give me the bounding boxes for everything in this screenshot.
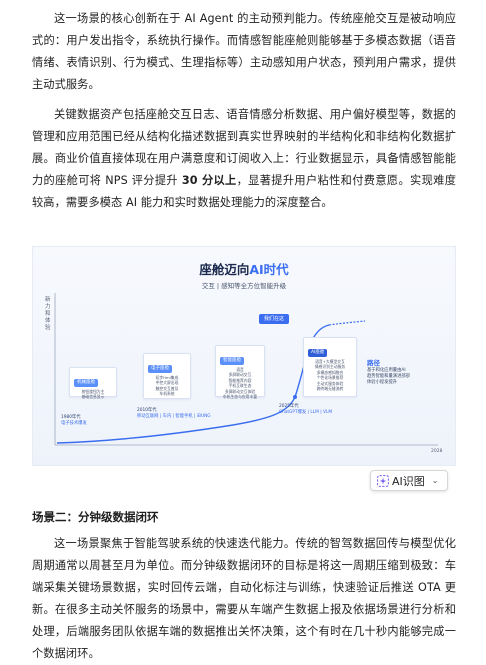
milestone-2010: 2010年代 移动互联网 | 车内 | 智能手机 | iBUNG [137, 408, 211, 419]
stage-tag: AI座舱 [308, 349, 328, 357]
nps-highlight: 30 分以上 [181, 174, 237, 187]
stage-card-electronic: 电子座舱 初步Hmi集成 中控大屏出现 触控交互普及 车机系统 [143, 353, 191, 399]
stage-body: 语音 多屏联动交互 智能推荐内容 手机互联生态 多屏联动交互体验 车机生态与应用… [222, 367, 258, 400]
stage-tag: 智能座舱 [220, 357, 244, 365]
figure-subtitle: 交互 | 感知等全方位智能升级 [201, 282, 287, 290]
path-line: 体验小程发提升 [367, 380, 398, 385]
stage-body: 按钮旋钮为主 基础信息显示 [81, 389, 105, 400]
milestone-1980: 1980年代 电子技术爆发 [61, 415, 87, 426]
figure-title-prefix: 座舱迈向 [199, 262, 250, 277]
figure-title-accent: AI时代 [249, 262, 289, 277]
paragraph-data-assets-part-a: 关键数据资产包括座舱交互日志、语音情感分析数据、用户偏好模型等，数据的管理和应用… [32, 108, 456, 187]
stage-body: 初步Hmi集成 中控大屏出现 触控交互普及 车机系统 [155, 375, 179, 397]
path-annotation: 路径 基于和化应用量由AI 趋势智能和量演进部部 体验小程发提升 [367, 359, 410, 386]
stage-tag: 机械座舱 [74, 379, 98, 387]
paragraph-ai-agent: 这一场景的核心创新在于 AI Agent 的主动预判能力。传统座舱交互是被动响应… [32, 12, 456, 91]
stage-card-ai: AI座舱 语音+大模型交互 情感识别主动服务 多模态感知融合 个性化场景推荐 主… [303, 337, 357, 397]
path-line: 趋势智能和量演进部部 [367, 374, 410, 379]
milestone-note: 移动互联网 | 车内 | 智能手机 | iBUNG [137, 413, 211, 419]
paragraph-data-assets-part-b: ，显著提升用户粘性和付费意愿。实现难度较高，需要多模态 AI 能力和实时数据处理… [32, 174, 456, 209]
path-title: 路径 [367, 359, 380, 367]
milestone-note: ChatGPT爆发 | LLM | VLM [279, 409, 333, 415]
figure-y-label: 新力和体验 [45, 297, 51, 331]
path-line: 基于和化应用量由AI [367, 368, 406, 373]
milestone-year: 2010年代 [137, 408, 157, 413]
milestone-note: 电子技术爆发 [61, 420, 87, 426]
x-axis-end-label: 2028 [431, 449, 443, 454]
current-point-marker [293, 395, 297, 399]
stage-tag: 电子座舱 [148, 365, 172, 373]
milestone-year: 2025年代 [279, 404, 299, 409]
paragraph-minute-loop: 这一场景聚焦于智能驾驶系统的快速迭代能力。传统的智驾数据回传与模型优化周期通常以… [32, 537, 456, 660]
stage-card-smart: 智能座舱 语音 多屏联动交互 智能推荐内容 手机互联生态 多屏联动交互体验 车机… [215, 345, 265, 399]
figure-title: 座舱迈向AI时代 [33, 259, 455, 278]
milestone-year: 1980年代 [61, 415, 81, 420]
chevron-down-icon: ⌄ [431, 476, 439, 485]
stage-body: 语音+大模型交互 情感识别主动服务 多模态感知融合 个性化场景推荐 主动式服务体… [314, 359, 346, 392]
stage-card-mechanical: 机械座舱 按钮旋钮为主 基础信息显示 [69, 367, 117, 399]
ai-recognize-button[interactable]: AI识图 ⌄ [370, 470, 448, 491]
scene2-heading: 场景二：分钟级数据闭环 [32, 510, 159, 524]
paragraph-data-assets: 关键数据资产包括座舱交互日志、语音情感分析数据、用户偏好模型等，数据的管理和应用… [32, 104, 456, 214]
cockpit-evolution-figure: 座舱迈向AI时代 交互 | 感知等全方位智能升级 新力和体验 机械座舱 按钮旋钮… [32, 246, 456, 466]
milestone-2025: 2025年代 ChatGPT爆发 | LLM | VLM [279, 404, 332, 415]
ai-recognize-label: AI识图 [392, 474, 425, 488]
growth-curve-future [328, 320, 366, 326]
ai-sparkle-icon [377, 474, 389, 487]
current-position-callout: 我们在这 [259, 314, 290, 324]
